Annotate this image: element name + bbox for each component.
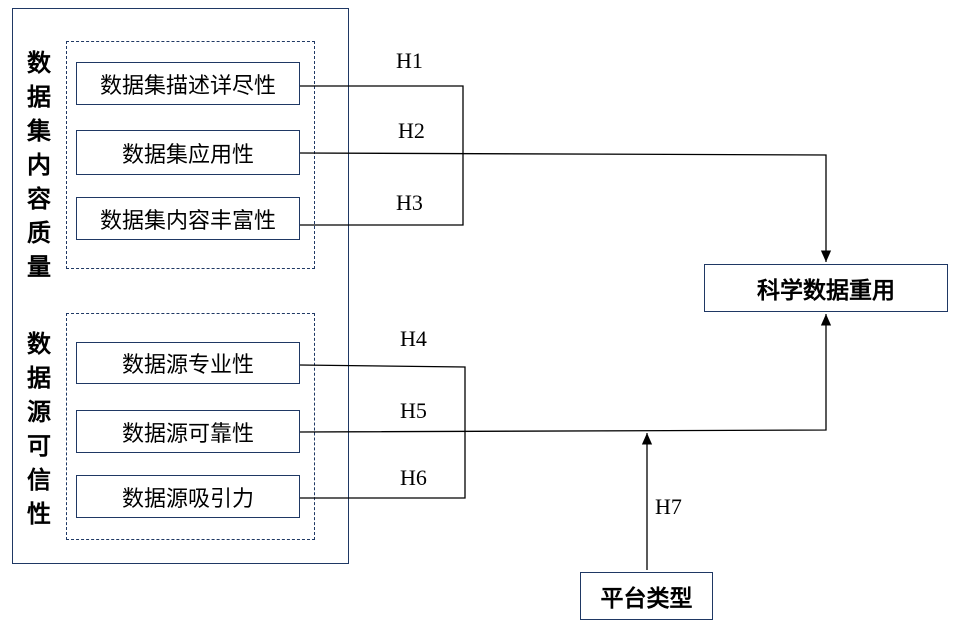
group-label-dataset-quality: 数据集内容质量 [27, 49, 51, 281]
label-h3: H3 [396, 190, 423, 215]
h4-line [299, 364, 466, 499]
group-source-credibility [66, 313, 315, 540]
node-scientific-data-reuse: 科学数据重用 [704, 264, 948, 312]
h5-line [299, 314, 832, 433]
node-source-professionalism: 数据源专业性 [76, 342, 300, 384]
node-source-reliability: 数据源可靠性 [76, 410, 300, 453]
node-dataset-applicability: 数据集应用性 [76, 130, 300, 175]
outer-frame [12, 8, 349, 564]
node-source-attractiveness: 数据源吸引力 [76, 475, 300, 518]
label-h1: H1 [396, 48, 423, 73]
group-label-source-credibility: 数据源可信性 [27, 330, 51, 528]
group-dataset-quality [66, 41, 315, 269]
node-dataset-richness: 数据集内容丰富性 [76, 197, 300, 240]
label-h6: H6 [400, 465, 427, 490]
h1-line [300, 85, 464, 226]
label-h5: H5 [400, 398, 427, 423]
h2-line [299, 152, 832, 262]
node-dataset-description: 数据集描述详尽性 [76, 62, 300, 105]
label-h4: H4 [400, 326, 427, 351]
label-h7: H7 [655, 494, 682, 519]
node-platform-type: 平台类型 [580, 572, 713, 620]
label-h2: H2 [398, 118, 425, 143]
